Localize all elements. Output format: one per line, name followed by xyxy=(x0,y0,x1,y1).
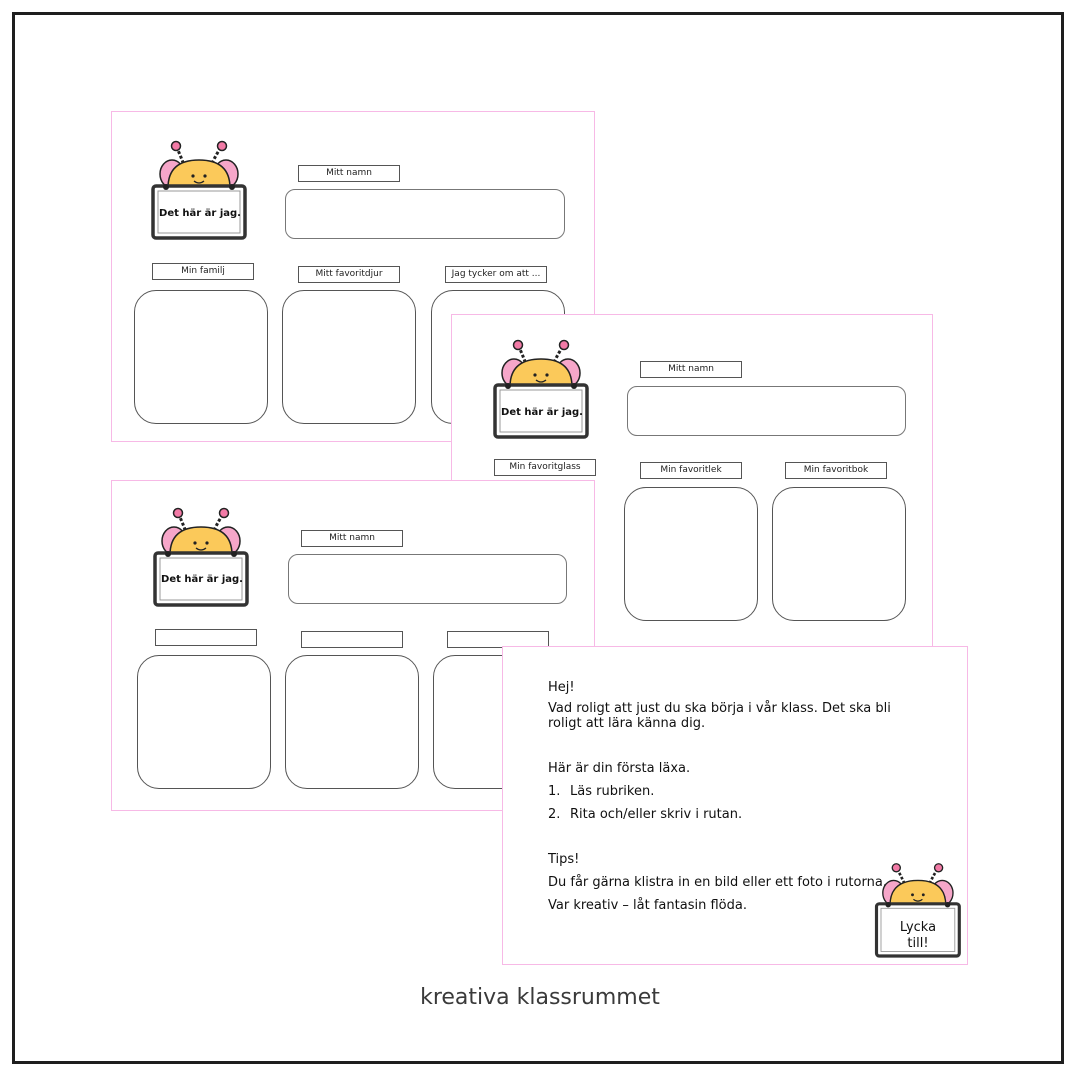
drawing-box-1[interactable] xyxy=(134,290,268,424)
list-item: 2.Rita och/eller skriv i rutan. xyxy=(548,807,743,822)
tips-title: Tips! xyxy=(548,852,580,867)
list-item: 1.Läs rubriken. xyxy=(548,784,655,799)
box-label-2[interactable] xyxy=(301,631,403,648)
letter-greeting: Hej! xyxy=(548,680,575,695)
box-label-2: Mitt favoritdjur xyxy=(298,266,400,283)
sign-text: Det här är jag. xyxy=(501,407,583,418)
name-field[interactable] xyxy=(627,386,906,436)
letter-intro: Vad roligt att just du ska börja i vår k… xyxy=(548,701,891,731)
bee-mascot-icon xyxy=(493,339,589,439)
sign-text: Det här är jag. xyxy=(159,208,241,219)
worksheet-top-left: Det här är jag. Mitt namn Min familj Mit… xyxy=(111,111,595,442)
name-label: Mitt namn xyxy=(298,165,400,182)
box-label-1: Min familj xyxy=(152,263,254,280)
name-label: Mitt namn xyxy=(301,530,403,547)
drawing-box-1[interactable] xyxy=(137,655,271,789)
tip-line-2: Var kreativ – låt fantasin flöda. xyxy=(548,898,747,913)
drawing-box-2[interactable] xyxy=(285,655,419,789)
homework-title: Här är din första läxa. xyxy=(548,761,691,776)
box-label-3: Min favoritbok xyxy=(785,462,887,479)
name-field[interactable] xyxy=(285,189,565,239)
sign-text: Det här är jag. xyxy=(161,574,243,585)
box-label-3: Jag tycker om att ... xyxy=(445,266,547,283)
name-label: Mitt namn xyxy=(640,361,742,378)
bee-mascot-icon xyxy=(151,140,247,240)
box-label-1: Min favoritglass xyxy=(494,459,596,476)
box-label-3[interactable] xyxy=(447,631,549,648)
drawing-box-2[interactable] xyxy=(624,487,758,621)
drawing-box-2[interactable] xyxy=(282,290,416,424)
box-label-1[interactable] xyxy=(155,629,257,646)
brand-text: kreativa klassrummet xyxy=(420,985,660,1010)
tip-line-1: Du får gärna klistra in en bild eller et… xyxy=(548,875,887,890)
bee-mascot-icon xyxy=(153,507,249,607)
bee-mascot-icon xyxy=(874,863,961,958)
box-label-2: Min favoritlek xyxy=(640,462,742,479)
welcome-letter: Hej! Vad roligt att just du ska börja i … xyxy=(548,680,908,913)
drawing-box-3[interactable] xyxy=(772,487,906,621)
name-field[interactable] xyxy=(288,554,567,604)
good-luck-sign-text: Lycka till! xyxy=(899,920,937,951)
